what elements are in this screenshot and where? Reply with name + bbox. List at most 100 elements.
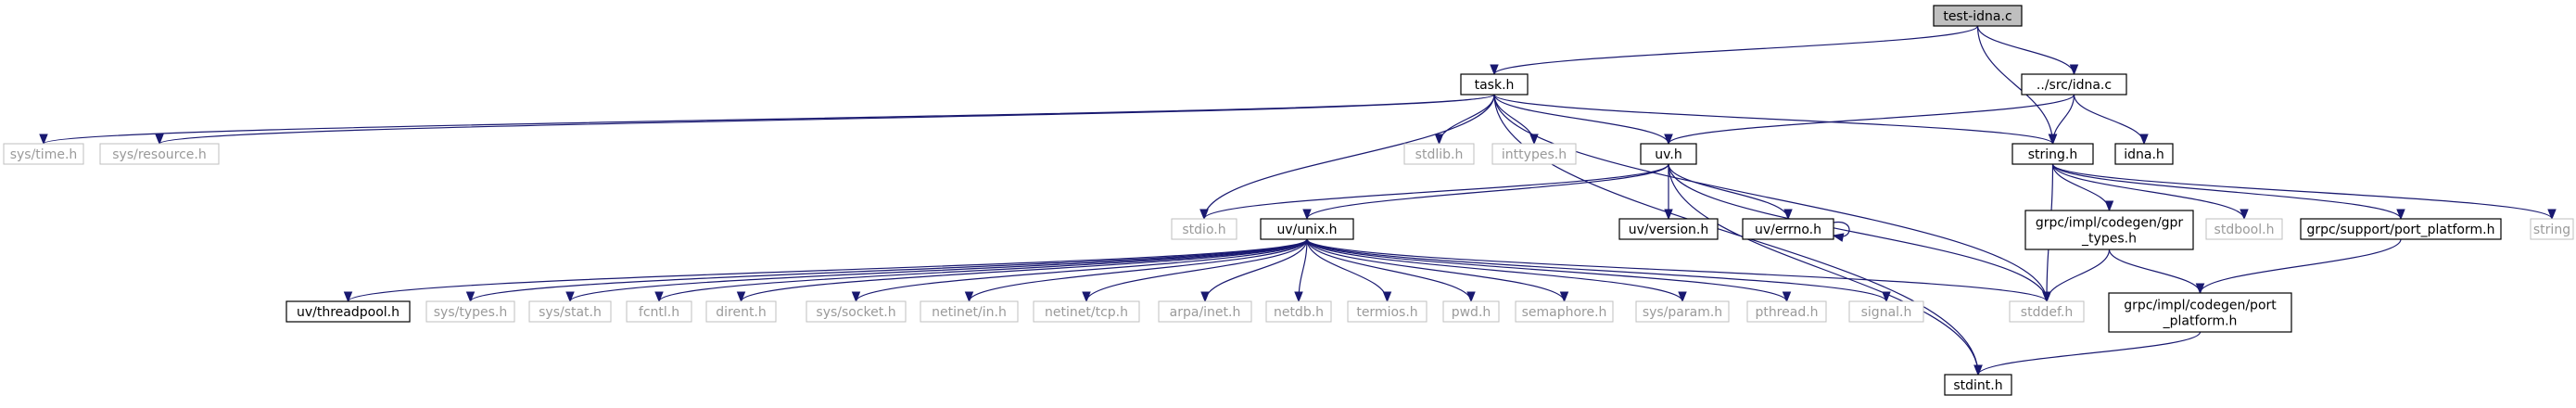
node-box bbox=[1933, 5, 2023, 27]
node-box bbox=[2530, 218, 2574, 240]
edge-task-h-to-uv-h bbox=[1493, 94, 1673, 146]
edge-uv-h-to-stdio-h bbox=[1199, 163, 1669, 221]
edge-string-h-to-stdbool-h bbox=[2051, 163, 2249, 221]
edge-uv-unix-h-to-arpa-inet-h bbox=[1200, 238, 1308, 303]
node-label: uv/version.h bbox=[1629, 223, 1708, 237]
node-stdint-h[interactable]: stdint.h bbox=[1944, 374, 2012, 396]
edge-uv-unix-h-to-sys-param-h bbox=[1306, 238, 1687, 303]
node-box bbox=[1848, 300, 1924, 323]
node-box bbox=[1746, 300, 1827, 323]
node-label: _platform.h bbox=[2163, 314, 2238, 329]
node-grpc-port-platform-h[interactable]: grpc/impl/codegen/port_platform.h bbox=[2108, 292, 2292, 333]
node-box bbox=[1944, 374, 2012, 396]
node-label: stdint.h bbox=[1953, 378, 2002, 393]
node-label: semaphore.h bbox=[1522, 305, 1607, 320]
edge-uv-unix-h-to-uv-threadpool-h bbox=[343, 238, 1308, 303]
node-fcntl-h: fcntl.h bbox=[626, 300, 692, 323]
node-string: string bbox=[2530, 218, 2574, 240]
node-dirent-h: dirent.h bbox=[705, 300, 777, 323]
node-box bbox=[425, 300, 515, 323]
node-box bbox=[1033, 300, 1140, 323]
node-inttypes-h: inttypes.h bbox=[1491, 143, 1577, 165]
edge-task-h-to-sys-resource-h bbox=[155, 94, 1495, 146]
edge-string-h-to-port-platform-h bbox=[2051, 163, 2405, 221]
edge-string-h-to-grpc-types-h bbox=[2051, 163, 2114, 212]
node-stdbool-h: stdbool.h bbox=[2205, 218, 2283, 240]
node-uv-version-h[interactable]: uv/version.h bbox=[1618, 218, 1719, 240]
edge-test-idna-c-to-src-idna-c bbox=[1976, 25, 2079, 76]
node-label: sys/stat.h bbox=[539, 305, 602, 320]
node-uv-errno-h[interactable]: uv/errno.h bbox=[1742, 218, 1834, 240]
node-box bbox=[1171, 218, 1237, 240]
node-label: dirent.h bbox=[716, 305, 767, 320]
node-label: sys/types.h bbox=[434, 305, 507, 320]
node-box bbox=[3, 143, 84, 165]
edge-uv-unix-h-to-dirent-h bbox=[736, 238, 1308, 303]
node-label: netinet/in.h bbox=[932, 305, 1007, 320]
edge-uv-h-to-stddef-h bbox=[1668, 163, 2051, 303]
node-string-h[interactable]: string.h bbox=[2011, 143, 2094, 165]
edge-uv-unix-h-to-termios-h bbox=[1306, 238, 1392, 303]
node-stddef-h: stddef.h bbox=[2009, 300, 2085, 323]
node-box bbox=[920, 300, 1019, 323]
node-box bbox=[2009, 300, 2085, 323]
edge-grpc-port-platform-h-to-stdint-h bbox=[1973, 331, 2202, 376]
node-stdlib-h: stdlib.h bbox=[1403, 143, 1475, 165]
node-signal-h: signal.h bbox=[1848, 300, 1924, 323]
edge-task-h-to-stddef-h bbox=[1493, 94, 2051, 303]
node-netinet-in-h: netinet/in.h bbox=[920, 300, 1019, 323]
node-task-h[interactable]: task.h bbox=[1460, 73, 1529, 96]
node-idna-h[interactable]: idna.h bbox=[2114, 143, 2174, 165]
edge-test-idna-c-to-task-h bbox=[1490, 25, 1979, 76]
node-uv-unix-h[interactable]: uv/unix.h bbox=[1260, 218, 1354, 240]
edge-uv-unix-h-to-netdb-h bbox=[1294, 238, 1308, 303]
node-src-idna-c[interactable]: ../src/idna.c bbox=[2021, 73, 2127, 96]
node-sys-param-h: sys/param.h bbox=[1635, 300, 1730, 323]
node-uv-h[interactable]: uv.h bbox=[1640, 143, 1697, 165]
node-semaphore-h: semaphore.h bbox=[1515, 300, 1614, 323]
edge-uv-h-to-stdint-h bbox=[1668, 163, 1983, 376]
node-box bbox=[2011, 143, 2094, 165]
edge-grpc-types-h-to-grpc-port-platform-h bbox=[2108, 249, 2205, 295]
node-label: uv/threadpool.h bbox=[297, 305, 400, 320]
node-uv-threadpool-h[interactable]: uv/threadpool.h bbox=[286, 300, 411, 323]
edge-port-platform-h-to-grpc-port-platform-h bbox=[2195, 238, 2402, 295]
node-label: sys/time.h bbox=[10, 147, 78, 162]
node-box bbox=[528, 300, 612, 323]
node-arpa-inet-h: arpa/inet.h bbox=[1158, 300, 1252, 323]
edge-layer bbox=[39, 25, 2557, 376]
node-label: uv/errno.h bbox=[1755, 223, 1821, 237]
edge-uv-h-to-uv-errno-h bbox=[1668, 163, 1793, 221]
node-box bbox=[99, 143, 220, 165]
node-label: idna.h bbox=[2124, 147, 2164, 162]
node-pwd-h: pwd.h bbox=[1442, 300, 1500, 323]
node-label: _types.h bbox=[2081, 232, 2137, 247]
edge-task-h-to-sys-time-h bbox=[39, 94, 1495, 146]
node-label: uv/unix.h bbox=[1276, 223, 1337, 237]
node-grpc-types-h[interactable]: grpc/impl/codegen/gpr_types.h bbox=[2024, 210, 2194, 250]
node-label: stdlib.h bbox=[1415, 147, 1464, 162]
edge-uv-unix-h-to-sys-socket-h bbox=[851, 238, 1308, 303]
node-label: string.h bbox=[2028, 147, 2078, 162]
node-label: netinet/tcp.h bbox=[1045, 305, 1128, 320]
edge-string-h-to-string bbox=[2051, 163, 2557, 221]
node-label: termios.h bbox=[1356, 305, 1417, 320]
node-stdio-h: stdio.h bbox=[1171, 218, 1237, 240]
node-box bbox=[1347, 300, 1428, 323]
node-test-idna-c: test-idna.c bbox=[1933, 5, 2023, 27]
edge-src-idna-c-to-idna-h bbox=[2073, 94, 2149, 146]
edge-uv-errno-h-to-uv-errno-h bbox=[1832, 222, 1850, 242]
edge-uv-unix-h-to-netinet-tcp-h bbox=[1082, 238, 1308, 303]
node-label: stdio.h bbox=[1182, 223, 1225, 237]
node-label: task.h bbox=[1475, 78, 1515, 93]
node-port-platform-h[interactable]: grpc/support/port_platform.h bbox=[2300, 218, 2502, 240]
node-box bbox=[1515, 300, 1614, 323]
node-box bbox=[1491, 143, 1577, 165]
edge-uv-unix-h-to-netinet-in-h bbox=[964, 238, 1308, 303]
node-label: grpc/impl/codegen/gpr bbox=[2036, 216, 2184, 231]
node-box bbox=[1442, 300, 1500, 323]
node-termios-h: termios.h bbox=[1347, 300, 1428, 323]
node-box bbox=[2024, 210, 2194, 250]
node-box bbox=[626, 300, 692, 323]
node-pthread-h: pthread.h bbox=[1746, 300, 1827, 323]
